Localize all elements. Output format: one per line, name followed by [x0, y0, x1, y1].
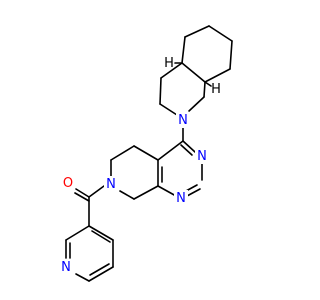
atom-label-h-c4a: H [164, 56, 174, 71]
bond [180, 144, 193, 156]
bond [157, 140, 184, 161]
atom-label-n-pyridine: N [61, 260, 71, 275]
bond [75, 273, 90, 282]
bond [89, 263, 110, 276]
bond [182, 140, 196, 153]
bond [75, 188, 90, 198]
atom-label-o-carbonyl: O [63, 176, 73, 191]
carbonyl-oxygen: O [61, 175, 75, 191]
bond [160, 62, 183, 79]
bond [119, 190, 135, 200]
stereo-hydrogen-c4a: H [164, 56, 174, 71]
bond [88, 185, 105, 198]
bond [157, 185, 177, 197]
bond [229, 40, 233, 70]
atom-label-n-pyrimidine-top: N [197, 149, 207, 164]
bond [208, 25, 233, 42]
pyridine-nitrogen: N [59, 259, 73, 275]
bond [203, 81, 206, 98]
bond [159, 77, 162, 105]
isoquinoline-nitrogen: N [176, 112, 190, 128]
pyrimidine-nitrogen-top: N [195, 148, 209, 164]
bond [133, 185, 159, 200]
atom-label-n-pyrimidine-bottom: N [176, 191, 186, 206]
bond [110, 145, 135, 161]
bond [204, 68, 231, 83]
bond [181, 36, 186, 64]
atom-label-n-isoquinoline: N [178, 113, 188, 128]
molecule-structure: N O N N N N H H [59, 25, 233, 282]
atom-label-n-amide: N [106, 177, 116, 192]
bond [133, 145, 159, 161]
bond [204, 81, 212, 87]
bond [184, 25, 210, 38]
bonds [65, 25, 233, 282]
bond [186, 188, 201, 197]
bond [88, 266, 114, 282]
stereo-hydrogen-c8a: H [211, 82, 221, 97]
atom-labels: N O N N N N H H [59, 56, 221, 275]
bond [181, 62, 206, 83]
bond [188, 96, 205, 112]
bond [159, 103, 178, 116]
bond [74, 192, 90, 202]
bond [88, 225, 114, 241]
amide-nitrogen: N [104, 176, 118, 192]
bond [91, 230, 111, 243]
pyrimidine-nitrogen-bottom: N [174, 190, 188, 206]
bond [65, 225, 90, 241]
atom-label-h-c8a: H [211, 82, 221, 97]
